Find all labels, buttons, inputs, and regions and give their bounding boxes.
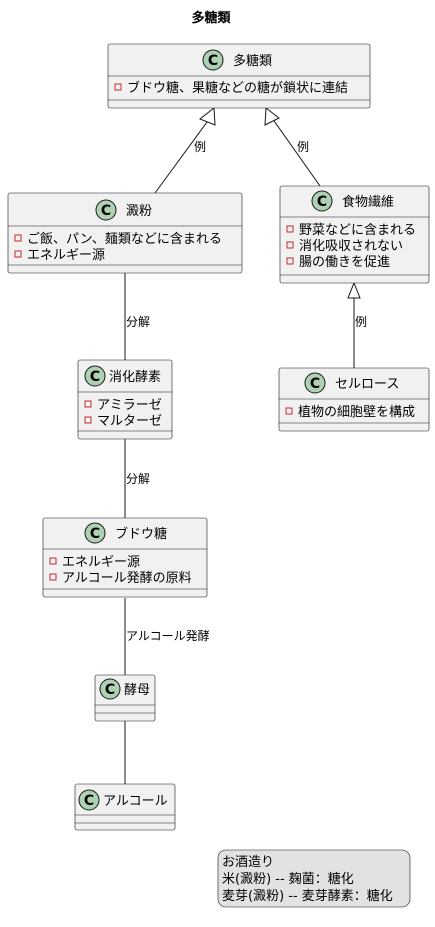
class-attribute: 植物の細胞壁を構成: [298, 405, 415, 420]
edge-label-glucose-yeast: アルコール発酵: [126, 629, 210, 643]
class-attribute: 消化吸収されない: [299, 239, 403, 254]
class-alcohol[interactable]: C アルコール: [74, 783, 176, 831]
class-polysaccharide[interactable]: C 多糖類 ブドウ糖、果糖などの糖が鎖状に連結: [107, 43, 371, 109]
class-icon: C: [311, 190, 333, 212]
class-icon: C: [304, 372, 326, 394]
edge-poly-fiber: 例: [264, 107, 321, 187]
svg-text:C: C: [90, 369, 100, 385]
class-icon: C: [99, 678, 121, 700]
class-attribute: 腸の働きを促進: [299, 255, 390, 270]
class-attribute: 野菜などに含まれる: [299, 222, 416, 238]
edge-label-fiber-cellulose: 例: [355, 315, 367, 329]
class-icon: C: [78, 789, 100, 811]
edge-label-poly-starch: 例: [194, 140, 206, 154]
edge-glucose-yeast: アルコール発酵: [124, 598, 210, 675]
private-marker-icon: [84, 400, 92, 408]
svg-text:C: C: [90, 526, 100, 542]
class-name: 澱粉: [126, 204, 152, 219]
svg-text:C: C: [317, 194, 327, 210]
class-name: ブドウ糖: [115, 526, 167, 542]
edge-fiber-cellulose: 例: [347, 281, 367, 368]
private-marker-icon: [285, 407, 293, 415]
class-starch[interactable]: C 澱粉 ご飯、パン、麺類などに含まれる エネルギー源: [7, 192, 243, 274]
class-name: 多糖類: [233, 53, 272, 69]
svg-text:C: C: [310, 376, 320, 392]
note-line: 米(澱粉) -- 麹菌：糖化: [222, 871, 354, 887]
private-marker-icon: [84, 416, 92, 424]
class-icon: C: [95, 199, 117, 221]
class-attribute: エネルギー源: [27, 248, 105, 263]
private-marker-icon: [14, 250, 22, 258]
svg-text:C: C: [105, 682, 115, 698]
class-name: 酵母: [124, 683, 150, 698]
class-dietary-fiber[interactable]: C 食物繊維 野菜などに含まれる 消化吸収されない 腸の働きを促進: [279, 185, 430, 284]
svg-text:C: C: [101, 203, 111, 219]
class-attribute: マルターゼ: [97, 414, 162, 429]
class-name: セルロース: [335, 377, 399, 392]
class-name: 消化酵素: [109, 370, 161, 385]
class-cellulose[interactable]: C セルロース 植物の細胞壁を構成: [278, 367, 430, 432]
edge-label-poly-fiber: 例: [297, 140, 309, 154]
class-icon: C: [84, 522, 106, 544]
note-line: お酒造り: [222, 855, 274, 870]
private-marker-icon: [49, 557, 57, 565]
class-attribute: ブドウ糖、果糖などの糖が鎖状に連結: [127, 80, 348, 96]
class-glucose[interactable]: C ブドウ糖 エネルギー源 アルコール発酵の原料: [42, 517, 208, 598]
private-marker-icon: [14, 234, 22, 242]
edge-label-enzyme-glucose: 分解: [126, 472, 150, 486]
private-marker-icon: [286, 257, 294, 265]
private-marker-icon: [286, 225, 294, 233]
svg-text:C: C: [208, 53, 218, 69]
class-yeast[interactable]: C 酵母: [94, 674, 156, 722]
svg-text:C: C: [84, 793, 94, 809]
edge-enzyme-glucose: 分解: [124, 439, 150, 518]
class-attribute: ご飯、パン、麺類などに含まれる: [27, 231, 222, 247]
edge-starch-enzyme: 分解: [124, 273, 150, 360]
note-sake-brewing[interactable]: お酒造り 米(澱粉) -- 麹菌：糖化 麦芽(澱粉) -- 麦芽酵素：糖化: [217, 849, 411, 908]
edge-label-starch-enzyme: 分解: [126, 315, 150, 329]
class-attribute: アミラーゼ: [97, 398, 162, 413]
class-icon: C: [84, 365, 106, 387]
edge-poly-starch: 例: [154, 107, 216, 194]
class-name: 食物繊維: [342, 194, 394, 210]
private-marker-icon: [286, 241, 294, 249]
diagram-title: 多糖類: [191, 10, 231, 26]
class-icon: C: [202, 49, 224, 71]
class-digestive-enzyme[interactable]: C 消化酵素 アミラーゼ マルターゼ: [77, 359, 173, 440]
class-attribute: エネルギー源: [62, 555, 140, 570]
class-attribute: アルコール発酵の原料: [62, 571, 192, 586]
private-marker-icon: [49, 573, 57, 581]
class-name: アルコール: [103, 794, 168, 809]
private-marker-icon: [114, 83, 122, 91]
note-line: 麦芽(澱粉) -- 麦芽酵素：糖化: [222, 888, 393, 904]
